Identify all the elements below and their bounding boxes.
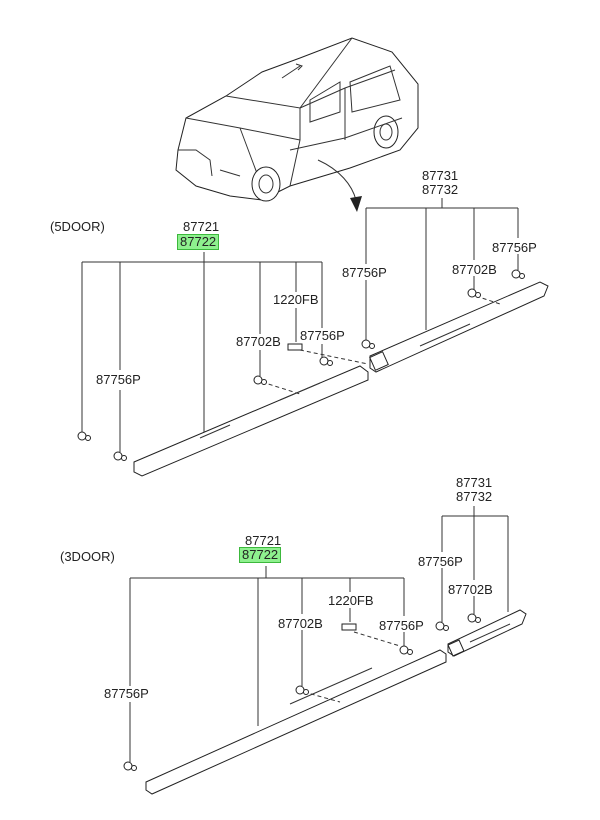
part-label-87722-5door-highlighted[interactable]: 87722 xyxy=(177,234,220,250)
molding-5door-rear xyxy=(369,281,549,373)
section-label-5door: (5DOOR) xyxy=(50,219,105,234)
part-label-87756p-3door-front-a: 87756P xyxy=(379,618,424,633)
part-label-87702b-3door-rear: 87702B xyxy=(448,582,493,597)
part-label-87702b-5door-rear: 87702B xyxy=(452,262,497,277)
car-illustration xyxy=(175,37,419,202)
part-label-87732-3door: 87732 xyxy=(456,489,493,504)
part-label-87722-3door-highlighted[interactable]: 87722 xyxy=(239,547,282,563)
leaders-5door-front xyxy=(81,252,369,452)
molding-5door-front xyxy=(133,365,369,477)
part-label-87756p-5door-front-a: 87756P xyxy=(300,328,345,343)
part-label-87721-3door: 87721 xyxy=(245,533,282,548)
part-label-1220fb-5door: 1220FB xyxy=(273,292,319,307)
part-label-87721-5door: 87721 xyxy=(183,219,220,234)
part-label-1220fb-3door: 1220FB xyxy=(328,593,374,608)
molding-3door-front xyxy=(145,649,447,795)
part-label-87756p-3door-rear: 87756P xyxy=(418,554,463,569)
section-label-3door: (3DOOR) xyxy=(60,549,115,564)
pointer-arrow xyxy=(317,159,357,201)
clips-3door xyxy=(123,613,481,771)
part-label-87731-5door: 87731 xyxy=(422,168,459,183)
leaders-3door-rear xyxy=(441,506,509,622)
molding-3door-rear xyxy=(447,609,527,657)
clips-5door xyxy=(77,269,525,461)
part-label-87702b-3door-front: 87702B xyxy=(278,616,323,631)
part-label-87756p-5door-front-b: 87756P xyxy=(96,372,141,387)
part-label-87756p-3door-front-b: 87756P xyxy=(104,686,149,701)
part-label-87731-3door: 87731 xyxy=(456,475,493,490)
arrow-head xyxy=(350,196,362,212)
part-label-87732-5door: 87732 xyxy=(422,182,459,197)
part-label-87756p-5door-rear-a: 87756P xyxy=(492,240,537,255)
leaders-3door-front xyxy=(129,566,405,762)
leaders-5door-rear xyxy=(365,198,519,340)
part-label-87756p-5door-rear-b: 87756P xyxy=(342,265,387,280)
part-label-87702b-5door-front: 87702B xyxy=(236,334,281,349)
